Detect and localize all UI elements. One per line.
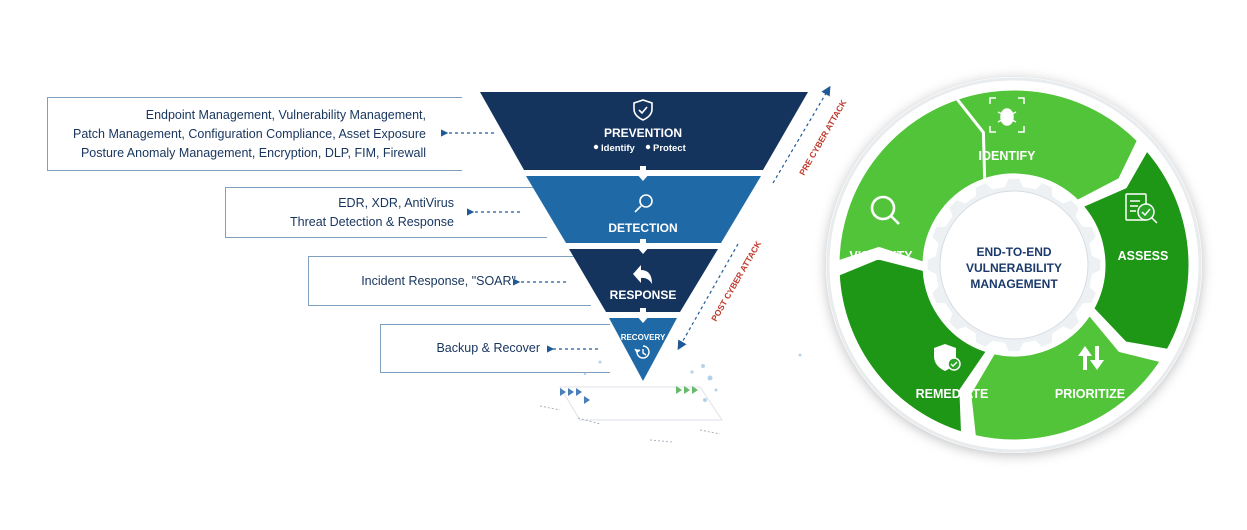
visibility-label: VISIBILITY <box>849 249 913 263</box>
sort-arrows-icon <box>1078 346 1104 370</box>
pre-attack-arrow <box>772 85 831 184</box>
assess-label: ASSESS <box>1118 249 1169 263</box>
remediate-segment <box>836 256 991 436</box>
center-title-line: VULNERABILITY <box>966 261 1062 275</box>
assess-segment <box>1079 146 1192 352</box>
search-icon <box>870 195 900 225</box>
connector-arrows <box>441 129 598 353</box>
funnel: PREVENTION Identify Protect DETECTION RE… <box>480 92 808 381</box>
prioritize-segment <box>968 311 1165 443</box>
recovery-description-line: Backup & Recover <box>436 341 540 355</box>
prevention-sub-protect: Protect <box>653 143 687 154</box>
prioritize-label: PRIORITIZE <box>1055 387 1125 401</box>
prevention-description-line: Posture Anomaly Management, Encryption, … <box>80 145 426 160</box>
visibility-segment <box>836 96 987 266</box>
cycle-center: END-TO-END VULNERABILITY MANAGEMENT <box>924 175 1104 355</box>
stage-down-arrows <box>636 166 650 323</box>
response-description-line: Incident Response, "SOAR" <box>361 273 516 288</box>
shield-check-icon <box>633 99 653 121</box>
identify-segment <box>937 87 1141 204</box>
bug-scan-icon <box>989 97 1025 133</box>
vulnerability-cycle: END-TO-END VULNERABILITY MANAGEMENT IDEN… <box>826 77 1202 453</box>
prevention-description-line: Endpoint Management, Vulnerability Manag… <box>145 107 426 122</box>
detection-stage <box>526 176 761 243</box>
prevention-stage <box>480 92 808 170</box>
checklist-icon <box>1125 193 1158 224</box>
detection-description-line: Threat Detection & Response <box>290 214 454 229</box>
reply-arrow-icon <box>633 265 652 284</box>
center-title-line: MANAGEMENT <box>970 277 1058 291</box>
detection-description-line: EDR, XDR, AntiVirus <box>338 195 454 210</box>
identify-label: IDENTIFY <box>979 149 1037 163</box>
prevention-description-line: Patch Management, Configuration Complian… <box>73 126 426 141</box>
remediate-label: REMEDIATE <box>916 387 989 401</box>
recovery-label: RECOVERY <box>621 333 666 342</box>
post-attack-arrow <box>677 243 739 351</box>
center-title-line: END-TO-END <box>976 245 1051 259</box>
magnifier-icon <box>634 194 653 213</box>
history-clock-icon <box>634 345 650 359</box>
response-description-box: Incident Response, "SOAR" <box>308 256 591 306</box>
remediate-shield-icon <box>934 344 961 371</box>
response-label: RESPONSE <box>610 288 677 302</box>
pre-cyber-attack-label: PRE CYBER ATTACK <box>797 97 849 177</box>
attack-timeline <box>677 85 831 351</box>
prevention-description-box: Endpoint Management, Vulnerability Manag… <box>47 97 462 171</box>
response-stage <box>569 249 718 312</box>
detection-label: DETECTION <box>608 221 677 235</box>
prevention-label: PREVENTION <box>604 126 682 140</box>
floor-decoration <box>539 353 802 443</box>
prevention-sub-identify: Identify <box>601 143 635 154</box>
